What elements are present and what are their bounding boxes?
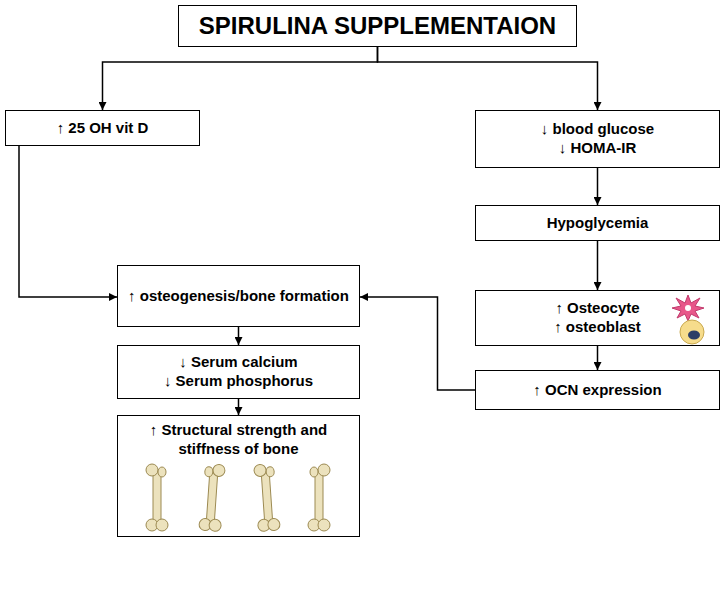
node-text: ↑ OCN expression	[533, 381, 661, 400]
connector-arrow	[19, 146, 117, 297]
node-text: SPIRULINA SUPPLEMENTAION	[199, 11, 556, 41]
node-text: ↑ Osteocyte	[555, 299, 639, 318]
connector-arrow	[103, 47, 378, 110]
process-box: ↑ 25 OH vit D	[5, 110, 200, 146]
process-box: ↑ OCN expression	[475, 370, 720, 410]
process-box: Hypoglycemia	[475, 205, 720, 241]
connector-arrow	[597, 346, 599, 370]
node-text: ↑ 25 OH vit D	[57, 119, 149, 138]
node-text: ↓ HOMA-IR	[559, 139, 637, 158]
osteoblast-icon	[680, 320, 704, 344]
process-box: ↑ osteogenesis/bone formation	[117, 265, 360, 327]
connector-arrow	[597, 241, 599, 290]
node-text: ↓ blood glucose	[541, 120, 654, 139]
title-box: SPIRULINA SUPPLEMENTAION	[178, 5, 577, 47]
node-text: ↑ osteogenesis/bone formation	[128, 287, 349, 306]
outcome-box: ↑ Structural strength and stiffness of b…	[117, 415, 360, 537]
process-box: ↓ Serum calcium↓ Serum phosphorus	[117, 345, 360, 399]
connector-arrow	[597, 168, 599, 205]
process-box: ↓ blood glucose↓ HOMA-IR	[475, 110, 720, 168]
node-text: ↓ Serum phosphorus	[164, 372, 313, 391]
node-text: Hypoglycemia	[547, 214, 649, 233]
process-box: ↑ Osteocyte↑ osteoblast	[475, 290, 720, 346]
node-text: ↑ osteoblast	[554, 318, 641, 337]
cell-icons	[660, 291, 716, 345]
node-text: ↓ Serum calcium	[179, 353, 297, 372]
femur-illustration	[127, 463, 351, 533]
connector-arrow	[238, 327, 240, 345]
connector-arrow	[360, 297, 475, 390]
connector-arrow	[377, 47, 597, 110]
osteocyte-icon	[672, 295, 704, 321]
node-text: ↑ Structural strength and stiffness of b…	[126, 421, 351, 459]
connector-arrow	[238, 399, 240, 415]
